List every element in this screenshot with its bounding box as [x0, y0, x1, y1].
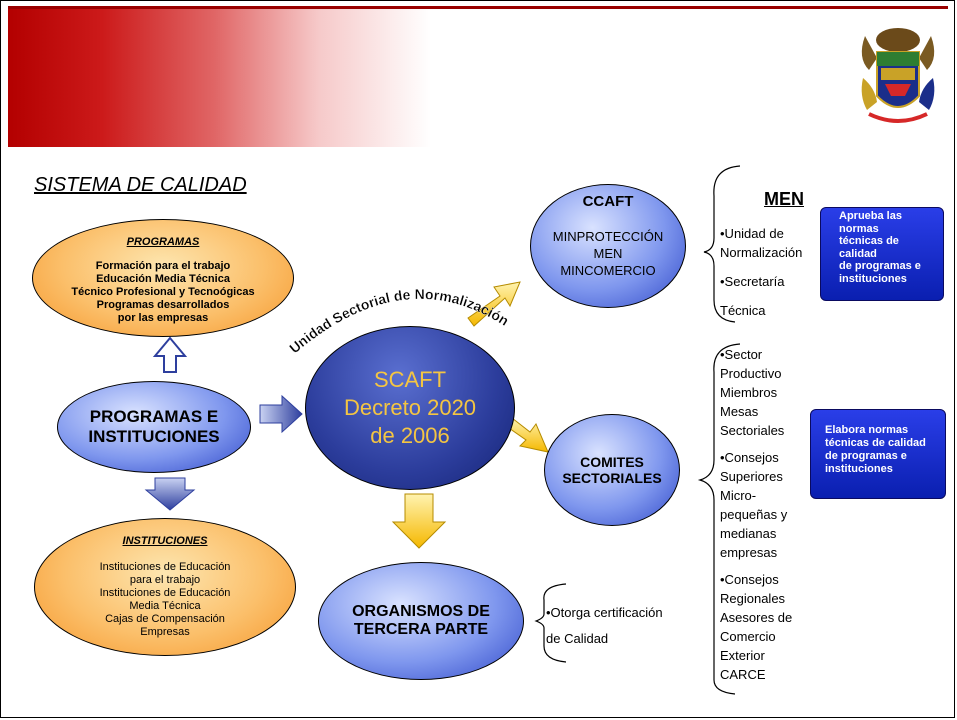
arrow-right-scaft	[259, 394, 303, 434]
comites-list: •Sector Productivo Miembros Mesas Sector…	[720, 345, 810, 684]
comites-list-line: Comercio	[720, 629, 776, 644]
comites-list-line: Mesas	[720, 404, 759, 419]
organismos-list-line: •Otorga certificación	[546, 605, 663, 620]
comites-list-line: Asesores de	[720, 610, 793, 625]
center-left-line: PROGRAMAS E	[89, 407, 219, 426]
brace-comites	[697, 343, 741, 695]
arrow-to-organismos	[391, 493, 447, 549]
scaft-line: SCAFT	[373, 367, 447, 392]
note-men-line: de programas e	[839, 260, 921, 272]
scaft-line: Decreto 2020	[343, 395, 477, 420]
crest-caption: Libertad y Orden	[857, 128, 939, 140]
note-men-line: técnicas de	[839, 235, 899, 247]
scaft-node: SCAFT Decreto 2020 de 2006	[305, 326, 515, 490]
note-comites-line: técnicas de calidad	[825, 437, 926, 449]
comites-list-line: Regionales	[720, 591, 786, 606]
brace-men	[703, 165, 741, 323]
instituciones-line: Media Técnica	[129, 600, 201, 612]
arrow-to-ccaft	[467, 281, 521, 327]
organismos-list: •Otorga certificación de Calidad	[546, 600, 706, 652]
comites-list-line	[720, 440, 810, 448]
arrow-down-instituciones	[144, 477, 196, 511]
programas-line: Programas desarrollados	[96, 298, 230, 311]
programas-line: Educación Media Técnica	[96, 272, 230, 285]
note-comites-line: Elabora normas	[825, 424, 909, 436]
programas-node: PROGRAMAS Formación para el trabajo Educ…	[32, 219, 294, 337]
organismos-line: ORGANISMOS DE	[352, 603, 490, 620]
comites-list-line: CARCE	[720, 667, 766, 682]
ccaft-line: MEN	[593, 246, 623, 261]
comites-list-line: Micro-	[720, 488, 757, 503]
header-topline	[8, 6, 948, 9]
comites-node: COMITES SECTORIALES	[544, 414, 680, 526]
instituciones-line: Instituciones de Educación	[99, 561, 231, 573]
comites-list-line: empresas	[720, 545, 778, 560]
instituciones-node: INSTITUCIONES Instituciones de Educación…	[34, 518, 296, 656]
comites-list-line: Superiores	[720, 469, 783, 484]
ccaft-line: MINCOMERCIO	[560, 263, 656, 278]
programas-line: Formación para el trabajo	[95, 259, 231, 272]
comites-list-line: Miembros	[720, 385, 778, 400]
comites-list-line: medianas	[720, 526, 777, 541]
organismos-list-line: de Calidad	[546, 631, 609, 646]
comites-list-line: Sectoriales	[720, 423, 785, 438]
scaft-line: de 2006	[370, 423, 450, 448]
comites-list-line: Productivo	[720, 366, 782, 381]
organismos-node: ORGANISMOS DE TERCERA PARTE	[318, 562, 524, 680]
header-banner	[8, 6, 948, 147]
center-left-line: INSTITUCIONES	[88, 427, 220, 446]
arrow-up-programas	[152, 336, 188, 373]
comites-list-line: Exterior	[720, 648, 765, 663]
men-list: •Unidad de Normalización •Secretaría Téc…	[720, 224, 830, 320]
men-line: •Secretaría	[720, 274, 785, 289]
comites-list-line: pequeñas y	[720, 507, 788, 522]
note-comites-line: instituciones	[825, 463, 893, 475]
men-line	[720, 262, 830, 272]
comites-list-line	[720, 562, 810, 570]
note-men-line: normas	[839, 222, 879, 235]
comites-list-line: •Consejos	[720, 572, 779, 587]
men-line: Normalización	[720, 245, 803, 260]
comites-line: SECTORIALES	[562, 470, 662, 486]
note-men-line: Aprueba las	[839, 210, 902, 222]
instituciones-line: para el trabajo	[129, 574, 201, 586]
comites-line: COMITES	[580, 454, 644, 470]
note-men-line: instituciones	[839, 272, 907, 285]
comites-list-line: •Consejos	[720, 450, 779, 465]
programas-line: Técnico Profesional y Tecnoógicas	[71, 285, 255, 298]
programas-line: por las empresas	[117, 311, 209, 324]
instituciones-line: Empresas	[140, 626, 190, 638]
ccaft-line: MINPROTECCIÓN	[552, 229, 664, 244]
men-heading: MEN	[764, 189, 804, 209]
note-aprueba: Aprueba las normas técnicas de calidad d…	[820, 207, 944, 301]
programas-heading: PROGRAMAS	[126, 235, 200, 248]
instituciones-heading: INSTITUCIONES	[122, 535, 208, 547]
page-title: SISTEMA DE CALIDAD	[34, 174, 247, 196]
note-comites-line: de programas e	[825, 450, 907, 462]
brace-organismos	[534, 583, 567, 663]
instituciones-line: Cajas de Compensación	[105, 613, 225, 625]
ccaft-heading: CCAFT	[582, 193, 634, 210]
comites-list-line: •Sector	[720, 347, 763, 362]
programas-instituciones-node: PROGRAMAS E INSTITUCIONES	[57, 381, 251, 473]
men-line: •Unidad de	[720, 226, 784, 241]
men-line: Técnica	[720, 303, 766, 318]
note-men-line: calidad	[839, 247, 877, 260]
instituciones-line: Instituciones de Educación	[99, 587, 231, 599]
organismos-line: TERCERA PARTE	[353, 621, 489, 638]
note-elabora: Elabora normas técnicas de calidad de pr…	[810, 409, 946, 499]
coat-of-arms-icon	[861, 28, 935, 123]
ccaft-node: CCAFT MINPROTECCIÓN MEN MINCOMERCIO	[530, 184, 686, 308]
men-line	[720, 291, 830, 301]
